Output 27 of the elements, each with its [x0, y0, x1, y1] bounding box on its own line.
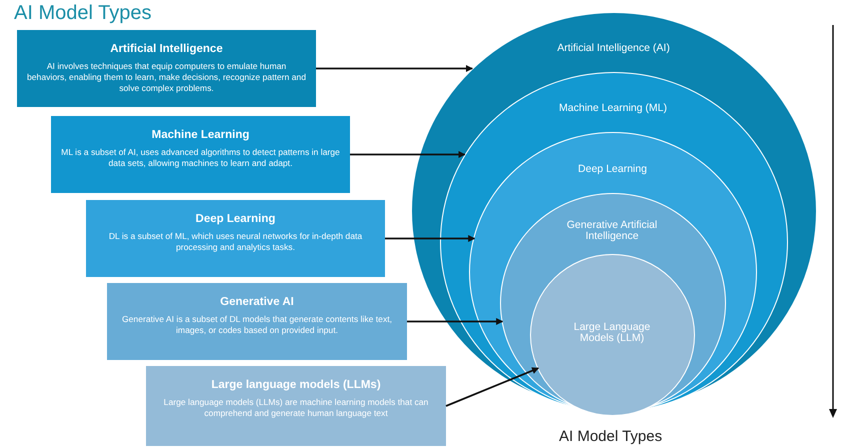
arrow	[316, 65, 473, 72]
box-description: Large language models (LLMs) are machine learning models that can comprehend and generate human language text	[162, 397, 430, 420]
description-box	[107, 283, 407, 360]
circle-label: Deep Learning	[577, 164, 648, 176]
arrow	[350, 151, 466, 158]
box-heading: Machine Learning	[152, 129, 250, 141]
diagram-caption: AI Model Types	[559, 428, 662, 445]
description-box	[17, 30, 316, 107]
box-description: DL is a subset of ML, which uses neural networks for in-depth data processing and analytics tasks.	[108, 231, 364, 254]
arrow	[385, 235, 476, 242]
arrow	[446, 367, 539, 407]
circle-label: Large Language Models (LLM)	[572, 322, 652, 344]
diagram-title: AI Model Types	[14, 2, 152, 25]
box-heading: Artificial Intelligence	[110, 43, 223, 55]
circle-label: Machine Learning (ML)	[558, 102, 668, 114]
description-box	[86, 200, 385, 277]
description-box	[146, 366, 446, 446]
arrow	[407, 318, 504, 325]
box-heading: Deep Learning	[196, 213, 276, 225]
box-description: AI involves techniques that equip computers to emulate human behaviors, enabling them to learn, make decisions, recognize pattern and solve complex problems.	[27, 61, 306, 95]
box-heading: Generative AI	[220, 296, 294, 308]
box-description: Generative AI is a subset of DL models that generate contents like text, images, or codes based on provided input.	[120, 314, 394, 336]
circle-label: Artificial Intelligence (AI)	[556, 43, 671, 54]
box-description: ML is a subset of AI, uses advanced algorithms to detect patterns in large data sets, allowing machines to learn and adapt.	[61, 147, 340, 170]
description-box	[51, 116, 350, 193]
box-heading: Large language models (LLMs)	[211, 379, 381, 391]
circle-label: Generative Artificial Intelligence	[566, 220, 658, 242]
